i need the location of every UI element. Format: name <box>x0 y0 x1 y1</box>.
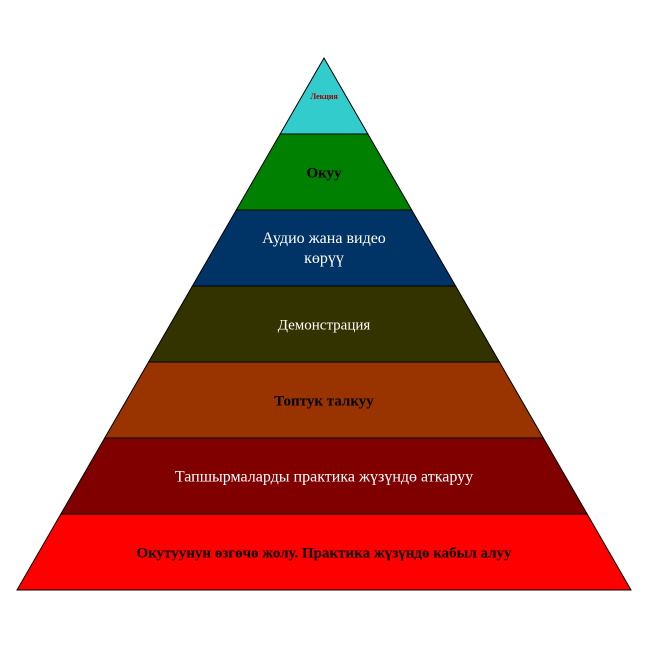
pyramid-tier-3-label-line-2: көрүү <box>304 250 344 267</box>
pyramid-tier-7 <box>16 513 632 591</box>
pyramid-tier-3-label: Аудио жана видео көрүү <box>262 230 386 267</box>
pyramid-tier-3-label-line-1: Аудио жана видео <box>262 230 386 247</box>
pyramid-tier-6-label: Тапшырмаларды практика жүзүндө аткаруу <box>175 469 473 486</box>
pyramid-tier-3 <box>191 209 457 287</box>
pyramid-tier-4-label: Демонстрация <box>278 317 371 333</box>
pyramid-tier-2-label: Окуу <box>306 165 342 181</box>
pyramid-tier-7-label: Окутуунун өзгөчө жолу. Практика жүзүндө … <box>136 545 512 561</box>
pyramid-tier-5-label: Топтук талкуу <box>274 393 374 409</box>
pyramid-tier-1-label: Лекция <box>310 92 338 101</box>
